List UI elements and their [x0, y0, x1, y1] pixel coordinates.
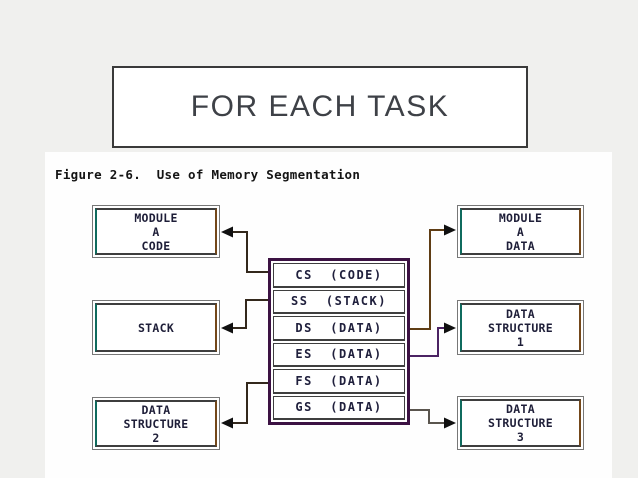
title-banner: FOR EACH TASK — [112, 66, 528, 148]
data-structure-3-label: DATA STRUCTURE 3 — [487, 402, 553, 444]
module-a-code-box-inner: MODULE A CODE — [95, 208, 217, 255]
stack-box: STACK — [92, 300, 220, 355]
stack-label: STACK — [137, 320, 175, 335]
connector-ds-to-module-a-data — [410, 229, 444, 330]
data-structure-1-box: DATA STRUCTURE 1 — [457, 300, 584, 355]
data-structure-1-label: DATA STRUCTURE 1 — [487, 306, 553, 349]
connector-ss-to-stack — [233, 299, 268, 329]
connector-fs-to-data-structure-2 — [233, 382, 268, 424]
connector-cs-to-module-a-code — [233, 231, 268, 273]
module-a-data-box: MODULE A DATA — [457, 205, 584, 258]
module-a-code-label: MODULE A CODE — [134, 210, 178, 253]
arrowhead-data-structure-2 — [221, 417, 233, 429]
data-structure-2-label: DATA STRUCTURE 2 — [123, 402, 189, 445]
data-structure-3-box: DATA STRUCTURE 3 — [457, 396, 584, 450]
arrowhead-module-a-data — [444, 224, 456, 236]
figure-caption: Figure 2-6. Use of Memory Segmentation — [55, 167, 361, 182]
data-structure-1-box-inner: DATA STRUCTURE 1 — [460, 303, 581, 352]
segment-register-cs: CS (CODE) — [273, 263, 405, 288]
title-text: FOR EACH TASK — [190, 90, 450, 123]
segment-register-fs: FS (DATA) — [273, 369, 405, 394]
connector-es-to-data-structure-1 — [410, 327, 444, 357]
module-a-data-box-inner: MODULE A DATA — [460, 208, 581, 255]
connector-gs-to-data-structure-3 — [410, 409, 444, 424]
segment-register-stack: CS (CODE) SS (STACK) DS (DATA) ES (DATA)… — [268, 258, 410, 425]
data-structure-3-box-inner: DATA STRUCTURE 3 — [460, 399, 581, 447]
data-structure-2-box: DATA STRUCTURE 2 — [92, 397, 220, 450]
module-a-code-box: MODULE A CODE — [92, 205, 220, 258]
segment-register-ss: SS (STACK) — [273, 289, 405, 314]
data-structure-2-box-inner: DATA STRUCTURE 2 — [95, 400, 217, 447]
arrowhead-stack — [221, 322, 233, 334]
arrowhead-data-structure-3 — [444, 417, 456, 429]
arrowhead-module-a-code — [221, 226, 233, 238]
segment-register-gs: GS (DATA) — [273, 395, 405, 420]
segment-register-es: ES (DATA) — [273, 342, 405, 367]
module-a-data-label: MODULE A DATA — [498, 210, 543, 253]
stack-box-inner: STACK — [95, 303, 217, 352]
segment-register-ds: DS (DATA) — [273, 316, 405, 341]
arrowhead-data-structure-1 — [444, 322, 456, 334]
